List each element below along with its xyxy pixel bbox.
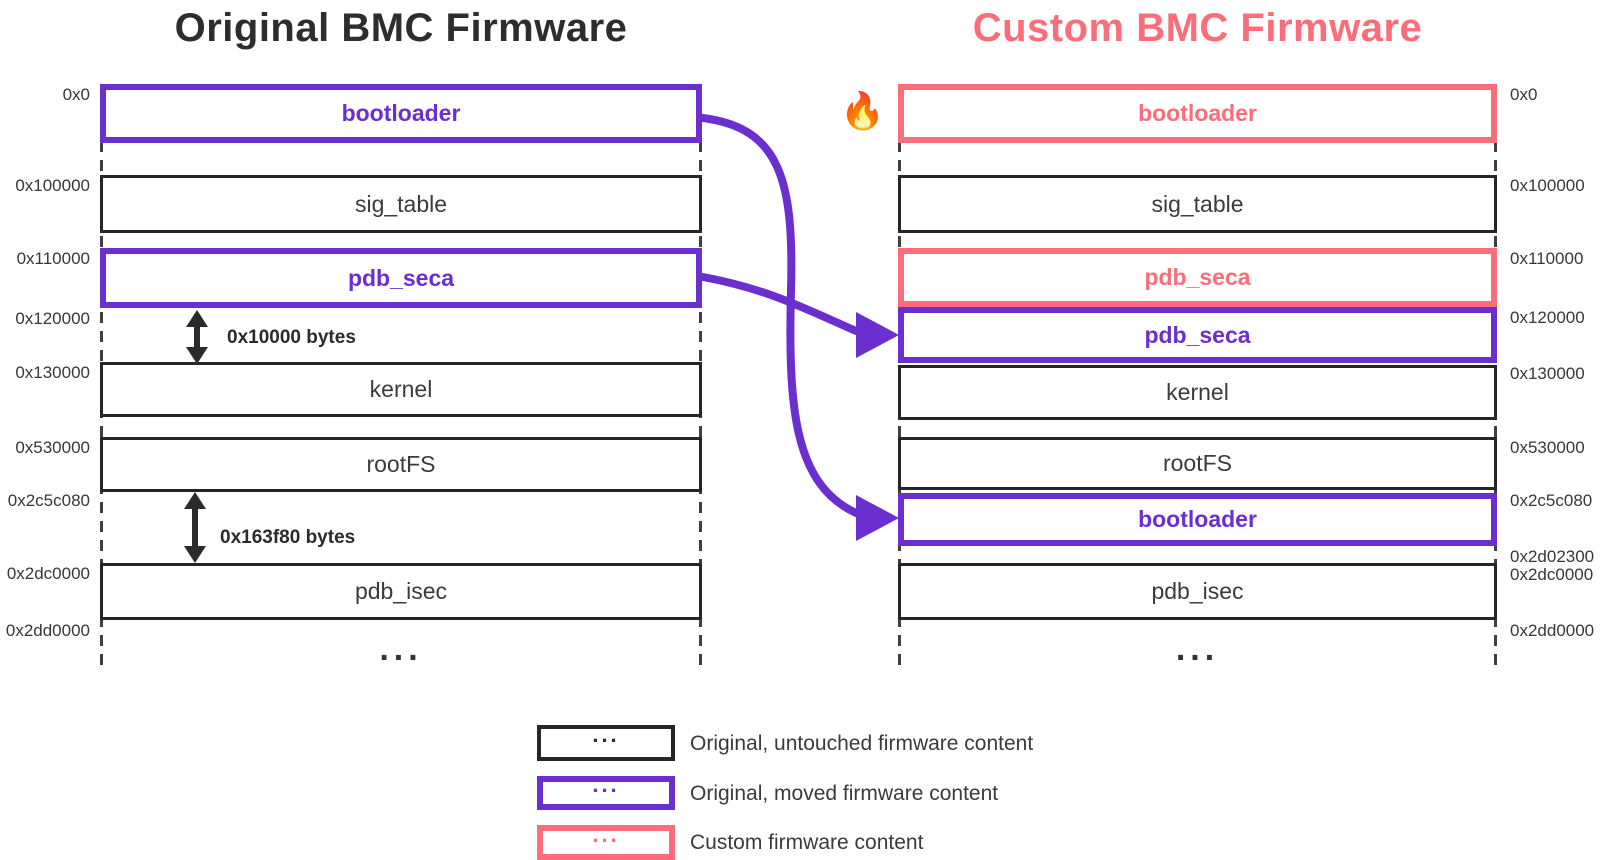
- address-label: 0x530000: [1510, 438, 1585, 457]
- block-label: kernel: [369, 376, 433, 402]
- block-pdb-seca-custom: pdb_seca: [898, 248, 1497, 307]
- block-label: bootloader: [341, 100, 461, 126]
- address-label: 0x120000: [15, 309, 90, 328]
- block-label: pdb_seca: [1144, 321, 1251, 348]
- block-label: pdb_isec: [354, 578, 448, 604]
- legend-swatch-untouched: ...: [537, 722, 675, 761]
- block-label: bootloader: [1138, 100, 1257, 126]
- gap-size-label-0x10000: 0x10000 bytes: [227, 327, 356, 348]
- fire-emoji: 🔥: [840, 90, 885, 131]
- block-kernel-original: kernel: [100, 362, 702, 417]
- right-column-ellipsis: ...: [1175, 630, 1220, 668]
- gap-size-label-0x163f80: 0x163f80 bytes: [220, 527, 356, 548]
- block-pdb-seca-original: pdb_seca: [100, 248, 702, 308]
- address-label: 0x2c5c080: [1510, 491, 1593, 510]
- address-label: 0x110000: [16, 249, 90, 268]
- left-column-ellipsis: ...: [379, 630, 423, 668]
- swatch-dots: ...: [592, 722, 620, 748]
- move-arrow-pdb-seca-head-icon: [856, 312, 899, 358]
- block-label: kernel: [1166, 379, 1229, 405]
- move-arrow-bootloader: [699, 114, 860, 517]
- address-label: 0x2dc0000: [1510, 565, 1594, 584]
- address-label: 0x130000: [1510, 364, 1585, 383]
- block-pdb-seca-moved: pdb_seca: [898, 307, 1497, 363]
- address-label: 0x110000: [1510, 249, 1584, 268]
- block-label: bootloader: [1138, 506, 1257, 532]
- legend-label-untouched: Original, untouched firmware content: [690, 732, 1034, 755]
- legend-label-moved: Original, moved firmware content: [690, 782, 999, 805]
- address-label: 0x2dd0000: [5, 621, 90, 640]
- block-rootfs-original: rootFS: [100, 437, 702, 492]
- block-label: sig_table: [354, 190, 448, 217]
- block-sig-table-original: sig_table: [100, 175, 702, 233]
- gap-arrow-down-icon: [184, 546, 206, 563]
- block-label: pdb_seca: [1144, 264, 1251, 290]
- block-pdb-isec-custom: pdb_isec: [898, 563, 1497, 620]
- address-label: 0x0: [1510, 85, 1538, 104]
- block-bootloader-custom: bootloader: [898, 84, 1497, 143]
- address-label: 0x100000: [15, 176, 90, 195]
- block-bootloader-original: bootloader: [100, 84, 702, 143]
- block-label: rootFS: [1162, 450, 1233, 476]
- move-arrow-bootloader-head-icon: [856, 495, 899, 541]
- swatch-dots: ...: [592, 821, 620, 847]
- block-label: pdb_isec: [1151, 578, 1244, 604]
- address-label: 0x120000: [1510, 308, 1585, 327]
- address-label: 0x130000: [15, 363, 90, 382]
- address-label: 0x2dc0000: [6, 564, 90, 583]
- block-label: sig_table: [1151, 190, 1244, 217]
- address-label: 0x100000: [1510, 176, 1585, 195]
- legend-label-custom: Custom firmware content: [690, 831, 924, 854]
- block-kernel-custom: kernel: [898, 365, 1497, 420]
- gap-arrow-up-icon: [186, 310, 208, 327]
- block-pdb-isec-original: pdb_isec: [100, 563, 702, 620]
- block-bootloader-moved: bootloader: [898, 493, 1497, 546]
- address-label: 0x2d02300: [1510, 547, 1595, 566]
- block-rootfs-custom: rootFS: [898, 437, 1497, 490]
- block-sig-table-custom: sig_table: [898, 175, 1497, 233]
- address-label: 0x2dd0000: [1510, 621, 1595, 640]
- address-label: 0x2c5c080: [7, 491, 90, 510]
- legend-swatch-custom: ...: [537, 821, 675, 860]
- original-firmware-title: Original BMC Firmware: [174, 6, 628, 50]
- gap-arrow-up-icon: [184, 492, 206, 509]
- custom-firmware-title: Custom BMC Firmware: [972, 6, 1423, 50]
- swatch-dots: ...: [592, 772, 620, 798]
- legend-swatch-moved: ...: [537, 772, 675, 810]
- move-arrow-pdb-seca: [699, 273, 860, 335]
- block-label: rootFS: [366, 451, 436, 477]
- block-label: pdb_seca: [347, 264, 455, 291]
- address-label: 0x530000: [15, 438, 90, 457]
- address-label: 0x0: [62, 85, 90, 104]
